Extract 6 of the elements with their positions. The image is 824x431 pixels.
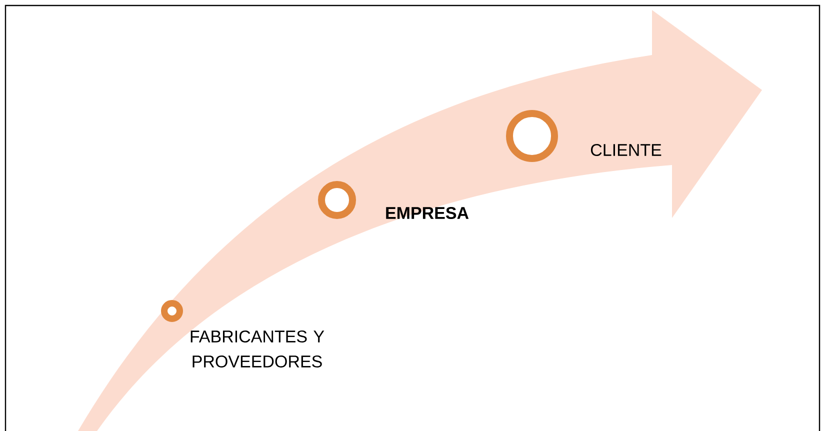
node-label: EMPRESA: [386, 206, 469, 220]
node-label: CLIENTE: [590, 144, 662, 156]
ring-circle: [161, 300, 183, 322]
ring-circle: [318, 181, 356, 219]
node-label: FABRICANTES Y PROVEEDORES: [190, 330, 324, 368]
ring-circle: [506, 110, 558, 162]
